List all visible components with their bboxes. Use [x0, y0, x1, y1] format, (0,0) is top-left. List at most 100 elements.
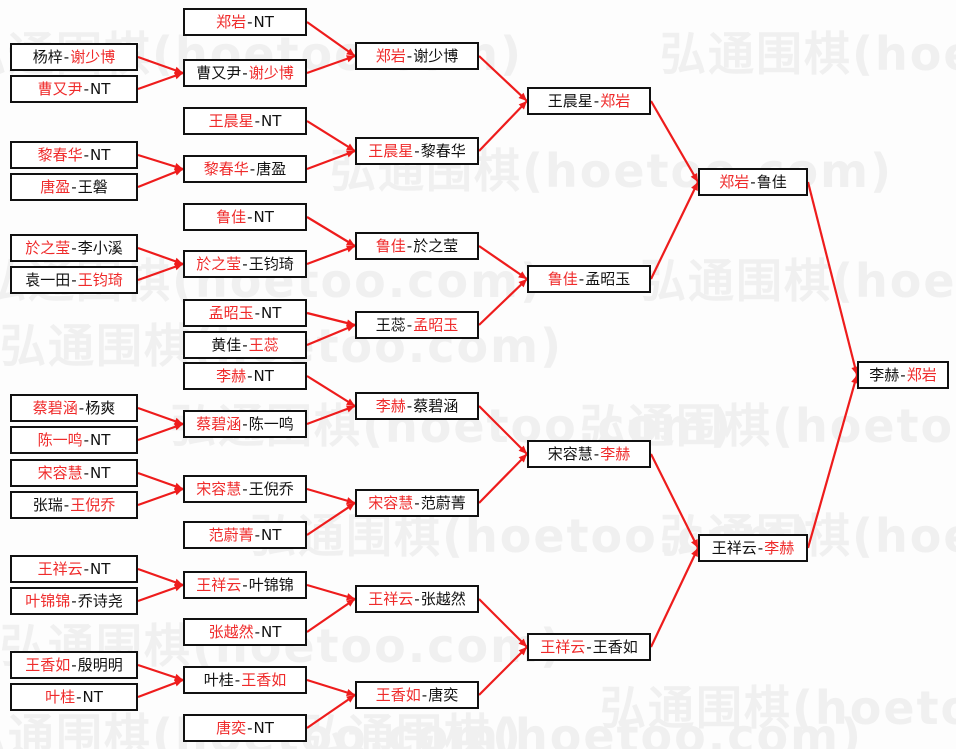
- connector-line: [478, 245, 528, 280]
- match-box[interactable]: 范蔚菁-NT: [183, 521, 307, 549]
- connector-line: [306, 323, 356, 347]
- player-winner: 王倪乔: [70, 495, 116, 514]
- match-box[interactable]: 杨梓-谢少博: [10, 43, 138, 71]
- match-box[interactable]: 孟昭玉-NT: [183, 299, 307, 327]
- connector-line: [306, 216, 356, 247]
- match-box[interactable]: 黄佳-王蕊: [183, 331, 307, 359]
- connector-arrowhead: [346, 150, 355, 158]
- match-box[interactable]: 王晨星-黎春华: [355, 137, 479, 165]
- player-loser: 王香如: [592, 637, 638, 656]
- match-box[interactable]: 李赫-NT: [183, 362, 307, 390]
- match-box[interactable]: 李赫-郑岩: [857, 361, 949, 389]
- player-loser: NT: [261, 111, 282, 130]
- connector-arrowhead: [174, 417, 183, 425]
- match-box[interactable]: 郑岩-NT: [183, 8, 307, 36]
- match-box[interactable]: 宋容慧-NT: [10, 459, 138, 487]
- name-separator: -: [78, 398, 85, 417]
- match-box[interactable]: 曹又尹-谢少博: [183, 59, 307, 87]
- player-loser: 宋容慧: [547, 444, 593, 463]
- player-loser: 陈一鸣: [248, 414, 294, 433]
- match-box[interactable]: 王祥云-李赫: [698, 534, 808, 562]
- connector-arrowhead: [346, 245, 355, 253]
- player-loser: 杨爽: [85, 398, 116, 417]
- player-loser: NT: [90, 79, 111, 98]
- connector-arrowhead: [346, 55, 355, 63]
- connector-arrowhead: [346, 143, 355, 151]
- match-box[interactable]: 鲁佳-孟昭玉: [527, 265, 651, 293]
- match-box[interactable]: 鲁佳-NT: [183, 203, 307, 231]
- player-loser: 黄佳: [211, 335, 242, 354]
- match-box[interactable]: 叶桂-王香如: [183, 666, 307, 694]
- player-loser: 蔡碧涵: [413, 396, 459, 415]
- player-winner: 於之莹: [196, 254, 242, 273]
- player-winner: 李赫: [375, 396, 406, 415]
- match-box[interactable]: 陈一鸣-NT: [10, 426, 138, 454]
- match-box[interactable]: 王祥云-NT: [10, 555, 138, 583]
- player-winner: 谢少博: [70, 47, 116, 66]
- player-winner: 王晨星: [208, 111, 254, 130]
- player-winner: 宋容慧: [196, 479, 242, 498]
- connector-arrowhead: [518, 279, 527, 288]
- player-winner: 张越然: [208, 622, 254, 641]
- match-box[interactable]: 於之莹-李小溪: [10, 234, 138, 262]
- match-box[interactable]: 张越然-NT: [183, 618, 307, 646]
- player-winner: 李赫: [600, 444, 631, 463]
- player-loser: NT: [253, 718, 274, 737]
- match-box[interactable]: 蔡碧涵-陈一鸣: [183, 410, 307, 438]
- match-box[interactable]: 唐盈-王磐: [10, 173, 138, 201]
- match-box[interactable]: 蔡碧涵-杨爽: [10, 394, 138, 422]
- player-loser: 杨梓: [32, 47, 63, 66]
- match-box[interactable]: 於之莹-王钧琦: [183, 250, 307, 278]
- connector-arrowhead: [346, 503, 355, 511]
- name-separator: -: [242, 575, 248, 594]
- match-box[interactable]: 叶桂-NT: [10, 683, 138, 711]
- match-box[interactable]: 宋容慧-范蔚菁: [355, 489, 479, 517]
- match-box[interactable]: 叶锦锦-乔诗尧: [10, 587, 138, 615]
- match-box[interactable]: 曹又尹-NT: [10, 75, 138, 103]
- name-separator: -: [249, 159, 256, 178]
- player-loser: 曹又尹: [196, 63, 242, 82]
- connector-arrowhead: [518, 445, 527, 454]
- player-winner: 郑岩: [216, 12, 247, 31]
- connector-arrowhead: [174, 72, 183, 80]
- match-box[interactable]: 袁一田-王钧琦: [10, 266, 138, 294]
- match-box[interactable]: 黎春华-NT: [10, 141, 138, 169]
- match-box[interactable]: 李赫-蔡碧涵: [355, 392, 479, 420]
- match-box[interactable]: 王香如-殷明明: [10, 651, 138, 679]
- match-box[interactable]: 王香如-唐奕: [355, 681, 479, 709]
- match-box[interactable]: 宋容慧-李赫: [527, 440, 651, 468]
- match-box[interactable]: 鲁佳-於之莹: [355, 232, 479, 260]
- player-winner: 唐奕: [216, 718, 247, 737]
- connector-arrowhead: [518, 101, 527, 110]
- connector-arrowhead: [346, 398, 355, 406]
- match-box[interactable]: 王祥云-王香如: [527, 633, 651, 661]
- connector-arrowhead: [174, 423, 183, 431]
- connector-line: [478, 646, 528, 696]
- player-winner: 李赫: [764, 538, 795, 557]
- match-box[interactable]: 郑岩-鲁佳: [698, 168, 808, 196]
- player-winner: 宋容慧: [368, 493, 414, 512]
- match-box[interactable]: 张瑞-王倪乔: [10, 491, 138, 519]
- match-box[interactable]: 宋容慧-王倪乔: [183, 475, 307, 503]
- player-loser: 黎春华: [420, 141, 466, 160]
- name-separator: -: [757, 538, 764, 557]
- connector-line: [306, 54, 356, 75]
- name-separator: -: [406, 396, 413, 415]
- player-winner: 王香如: [241, 670, 287, 689]
- connector-arrowhead: [174, 578, 183, 586]
- match-box[interactable]: 王祥云-叶锦锦: [183, 571, 307, 599]
- player-winner: 郑岩: [600, 91, 631, 110]
- name-separator: -: [242, 254, 248, 273]
- match-box[interactable]: 唐奕-NT: [183, 714, 307, 742]
- player-winner: 叶桂: [45, 687, 76, 706]
- name-separator: -: [578, 269, 585, 288]
- match-box[interactable]: 王祥云-张越然: [355, 585, 479, 613]
- match-box[interactable]: 郑岩-谢少博: [355, 42, 479, 70]
- match-box[interactable]: 王晨星-郑岩: [527, 87, 651, 115]
- match-box[interactable]: 王蕊-孟昭玉: [355, 311, 479, 339]
- player-winner: 郑岩: [375, 46, 406, 65]
- match-box[interactable]: 王晨星-NT: [183, 107, 307, 135]
- match-box[interactable]: 黎春华-唐盈: [183, 155, 307, 183]
- connector-arrowhead: [174, 482, 183, 490]
